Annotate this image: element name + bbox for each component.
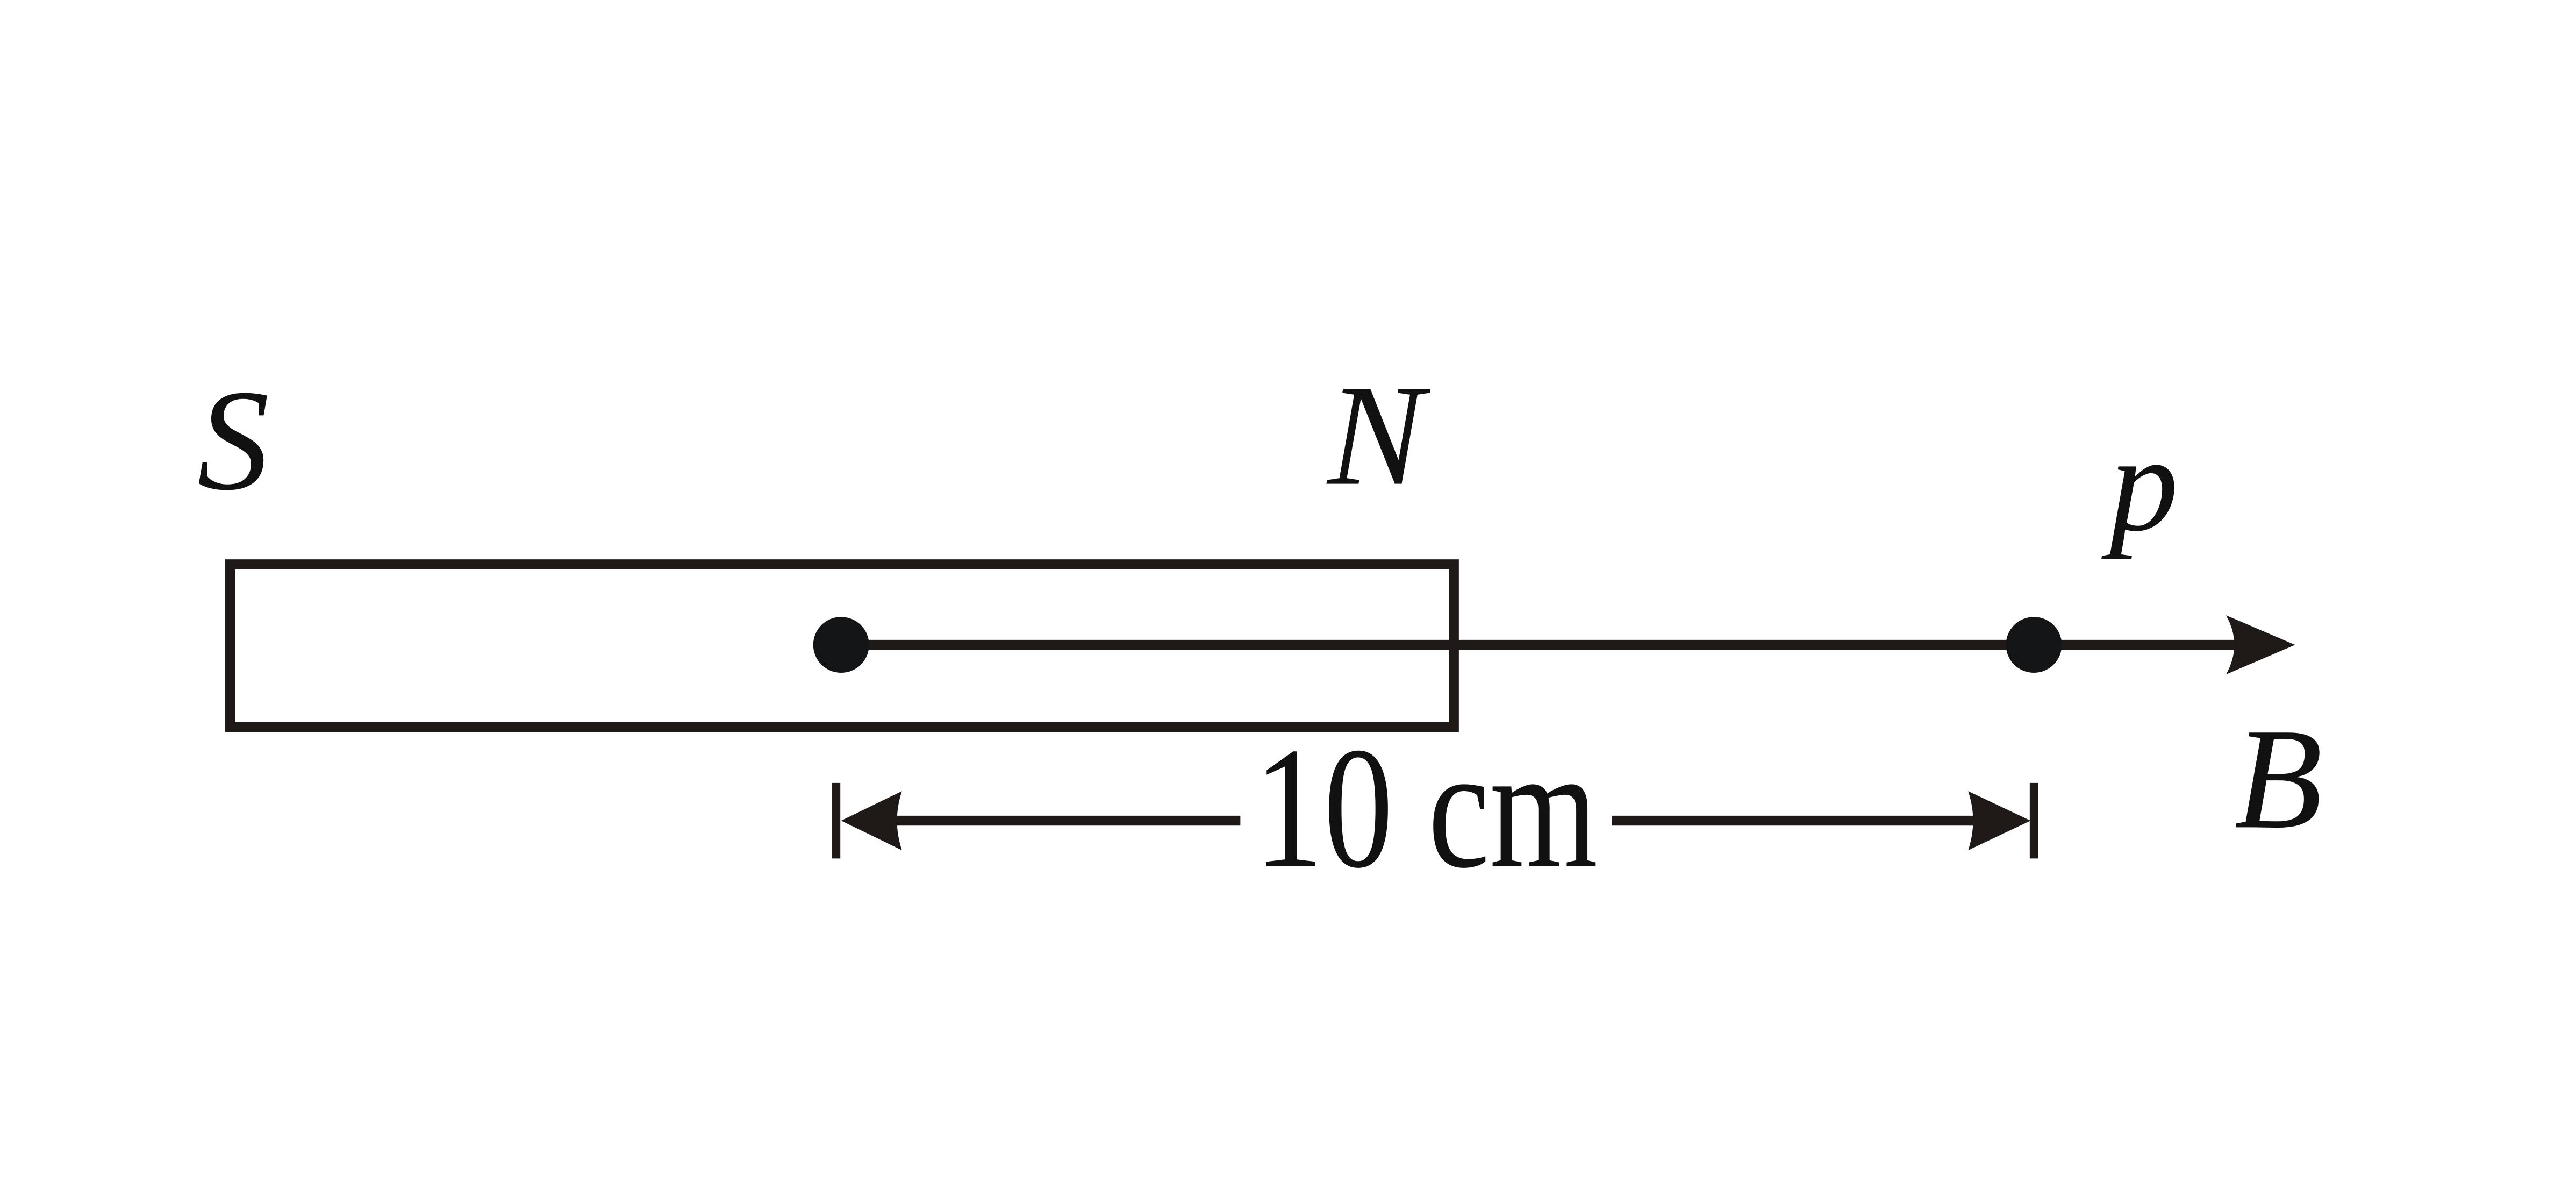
point-p-dot (2006, 617, 2062, 673)
field-b-label: B (2234, 699, 2322, 859)
arrow-head-icon (2226, 615, 2295, 675)
south-pole-label: S (197, 360, 269, 521)
north-pole-label: N (1325, 355, 1431, 516)
dimension-arrow-right-icon (1968, 791, 2031, 851)
dimension-arrow-left-icon (841, 791, 902, 851)
magnet-center-dot (813, 617, 869, 673)
point-p-label: p (2101, 407, 2178, 560)
distance-label: 10 cm (1254, 712, 1598, 905)
